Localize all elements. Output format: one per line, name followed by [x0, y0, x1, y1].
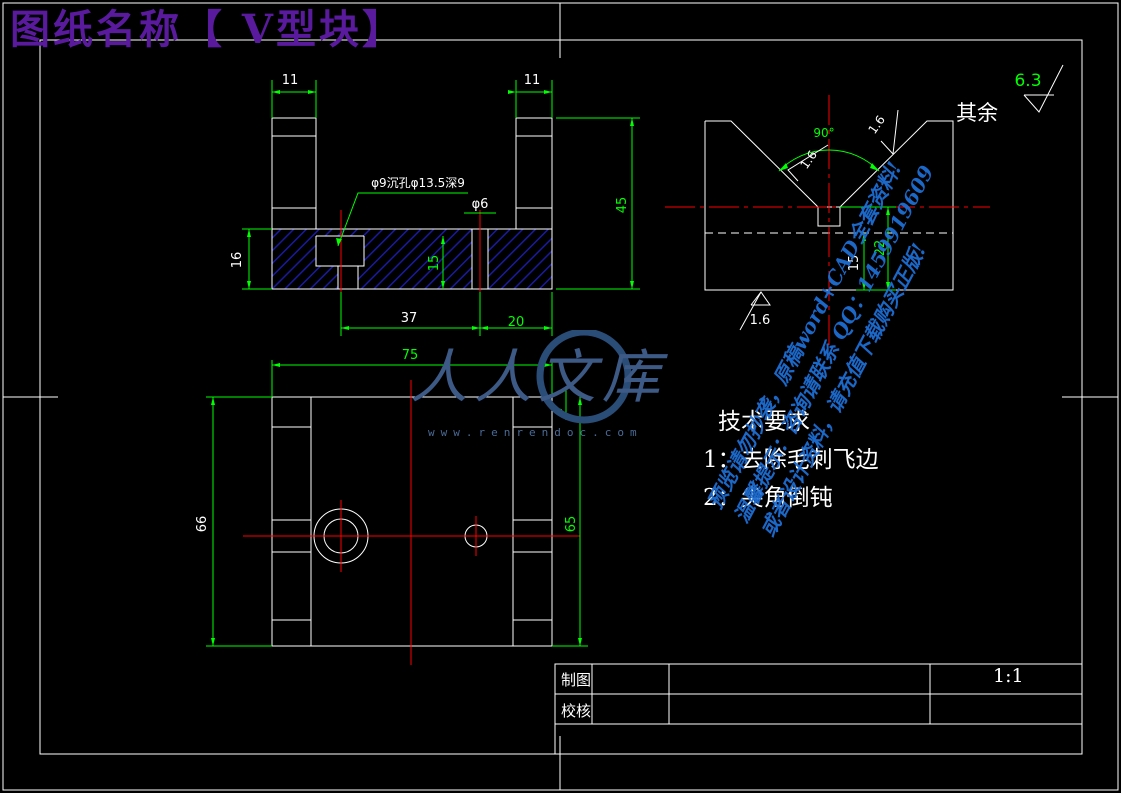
title-block-checked-label: 校核 — [561, 702, 592, 720]
dim-height-base-inner: 15 — [427, 255, 442, 272]
top-outline — [271, 396, 553, 647]
side-view — [665, 64, 1064, 350]
drawing-title: 图纸名称【 V型块】 — [10, 6, 405, 53]
dim-width-20: 20 — [508, 315, 525, 330]
logo-ring — [536, 330, 632, 424]
dim-top-width: 75 — [402, 348, 419, 363]
dim-height-total: 45 — [615, 197, 630, 214]
dim-side-roughness-bottom: 1.6 — [750, 313, 771, 328]
dim-top-height-right: 65 — [564, 516, 579, 533]
title-block-drawn-label: 制图 — [561, 671, 592, 689]
top-view — [206, 360, 588, 665]
tech-req-item-2: 2：尖角倒钝 — [703, 485, 833, 511]
dim-hole-small: φ6 — [472, 197, 489, 212]
centering-marks — [3, 3, 1118, 790]
title-block — [554, 663, 1083, 755]
logo-text: 人人文库 — [410, 343, 667, 411]
dim-hole-note: φ9沉孔φ13.5深9 — [371, 176, 465, 190]
dim-front-top-left: 11 — [282, 73, 299, 88]
dim-width-37: 37 — [401, 311, 418, 326]
dim-roughness-rest-value: 6.3 — [1014, 71, 1041, 91]
drawing-scale: 1:1 — [993, 665, 1024, 687]
dim-front-top-right: 11 — [524, 73, 541, 88]
dim-side-angle: 90° — [813, 126, 834, 140]
logo-url: www.renrendoc.com — [428, 426, 643, 439]
dim-height-base-left: 16 — [230, 252, 245, 269]
front-view — [242, 80, 640, 336]
dim-side-height-22: 22 — [873, 240, 888, 257]
tech-req-heading: 技术要求 — [718, 409, 810, 435]
tech-req-item-1: 1：去除毛刺飞边 — [703, 447, 879, 473]
dim-side-height-15: 15 — [847, 255, 862, 272]
dim-side-roughness-2: 1.6 — [866, 113, 888, 137]
section-hatch — [272, 229, 552, 289]
dim-top-height-left: 66 — [195, 516, 210, 533]
roughness-rest-label: 其余 — [956, 101, 998, 125]
